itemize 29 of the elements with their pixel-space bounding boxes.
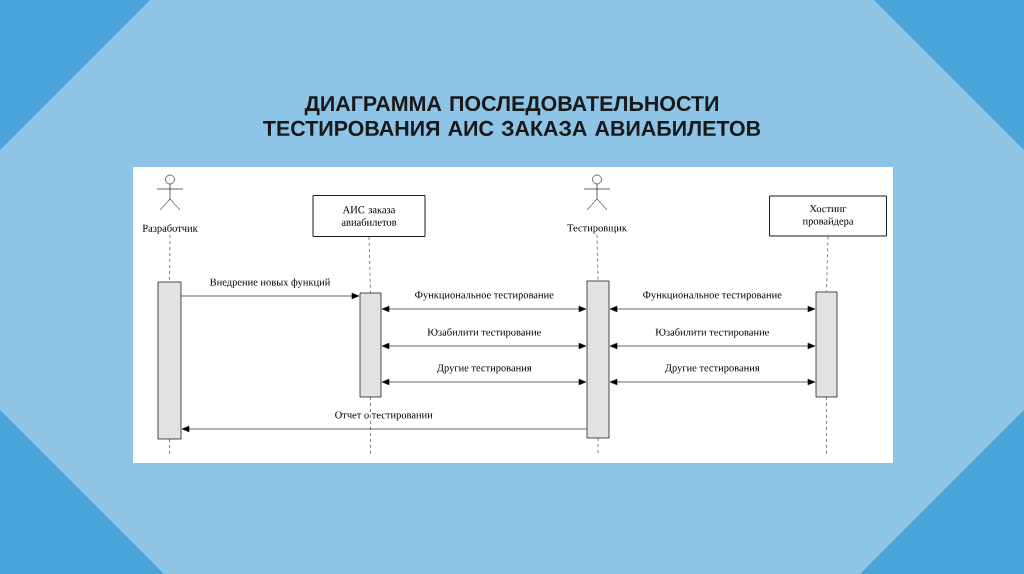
message-arrow (609, 305, 816, 313)
message-label: Внедрение новых функций (210, 278, 331, 288)
lifeline (368, 236, 371, 293)
message-arrow (381, 305, 587, 313)
activation-bar (359, 292, 382, 398)
message-label: Юзабилити тестирование (427, 328, 541, 338)
object-box: АИС заказа авиабилетов (312, 195, 426, 237)
object-box: Хостинг провайдера (769, 195, 887, 237)
message-label: Отчет о тестировании (335, 411, 433, 421)
message-label: Другие тестирования (664, 364, 760, 374)
actor-label: Тестировщик (567, 224, 627, 234)
message-arrow (181, 292, 360, 300)
message-arrow (381, 342, 587, 350)
message-label: Другие тестирования (436, 364, 532, 374)
actor-label: Разработчик (142, 224, 198, 234)
lifeline (596, 234, 599, 281)
message-arrow (381, 378, 587, 386)
activation-bar (815, 291, 838, 398)
message-arrow (609, 342, 816, 350)
message-label: Юзабилити тестирование (655, 328, 769, 338)
message-label: Функциональное тестирование (643, 291, 782, 301)
message-arrow (609, 378, 816, 386)
message-label: Функциональное тестирование (415, 291, 554, 301)
lifeline (169, 234, 171, 282)
title: ДИАГРАММА ПОСЛЕДОВАТЕЛЬНОСТИ ТЕСТИРОВАНИЯ АИС ЗАКАЗА АВИАБИЛЕТОВ (263, 95, 761, 137)
activation-bar (157, 281, 182, 440)
message-arrow (181, 425, 587, 433)
lifeline (826, 236, 829, 292)
activation-bar (586, 280, 610, 439)
